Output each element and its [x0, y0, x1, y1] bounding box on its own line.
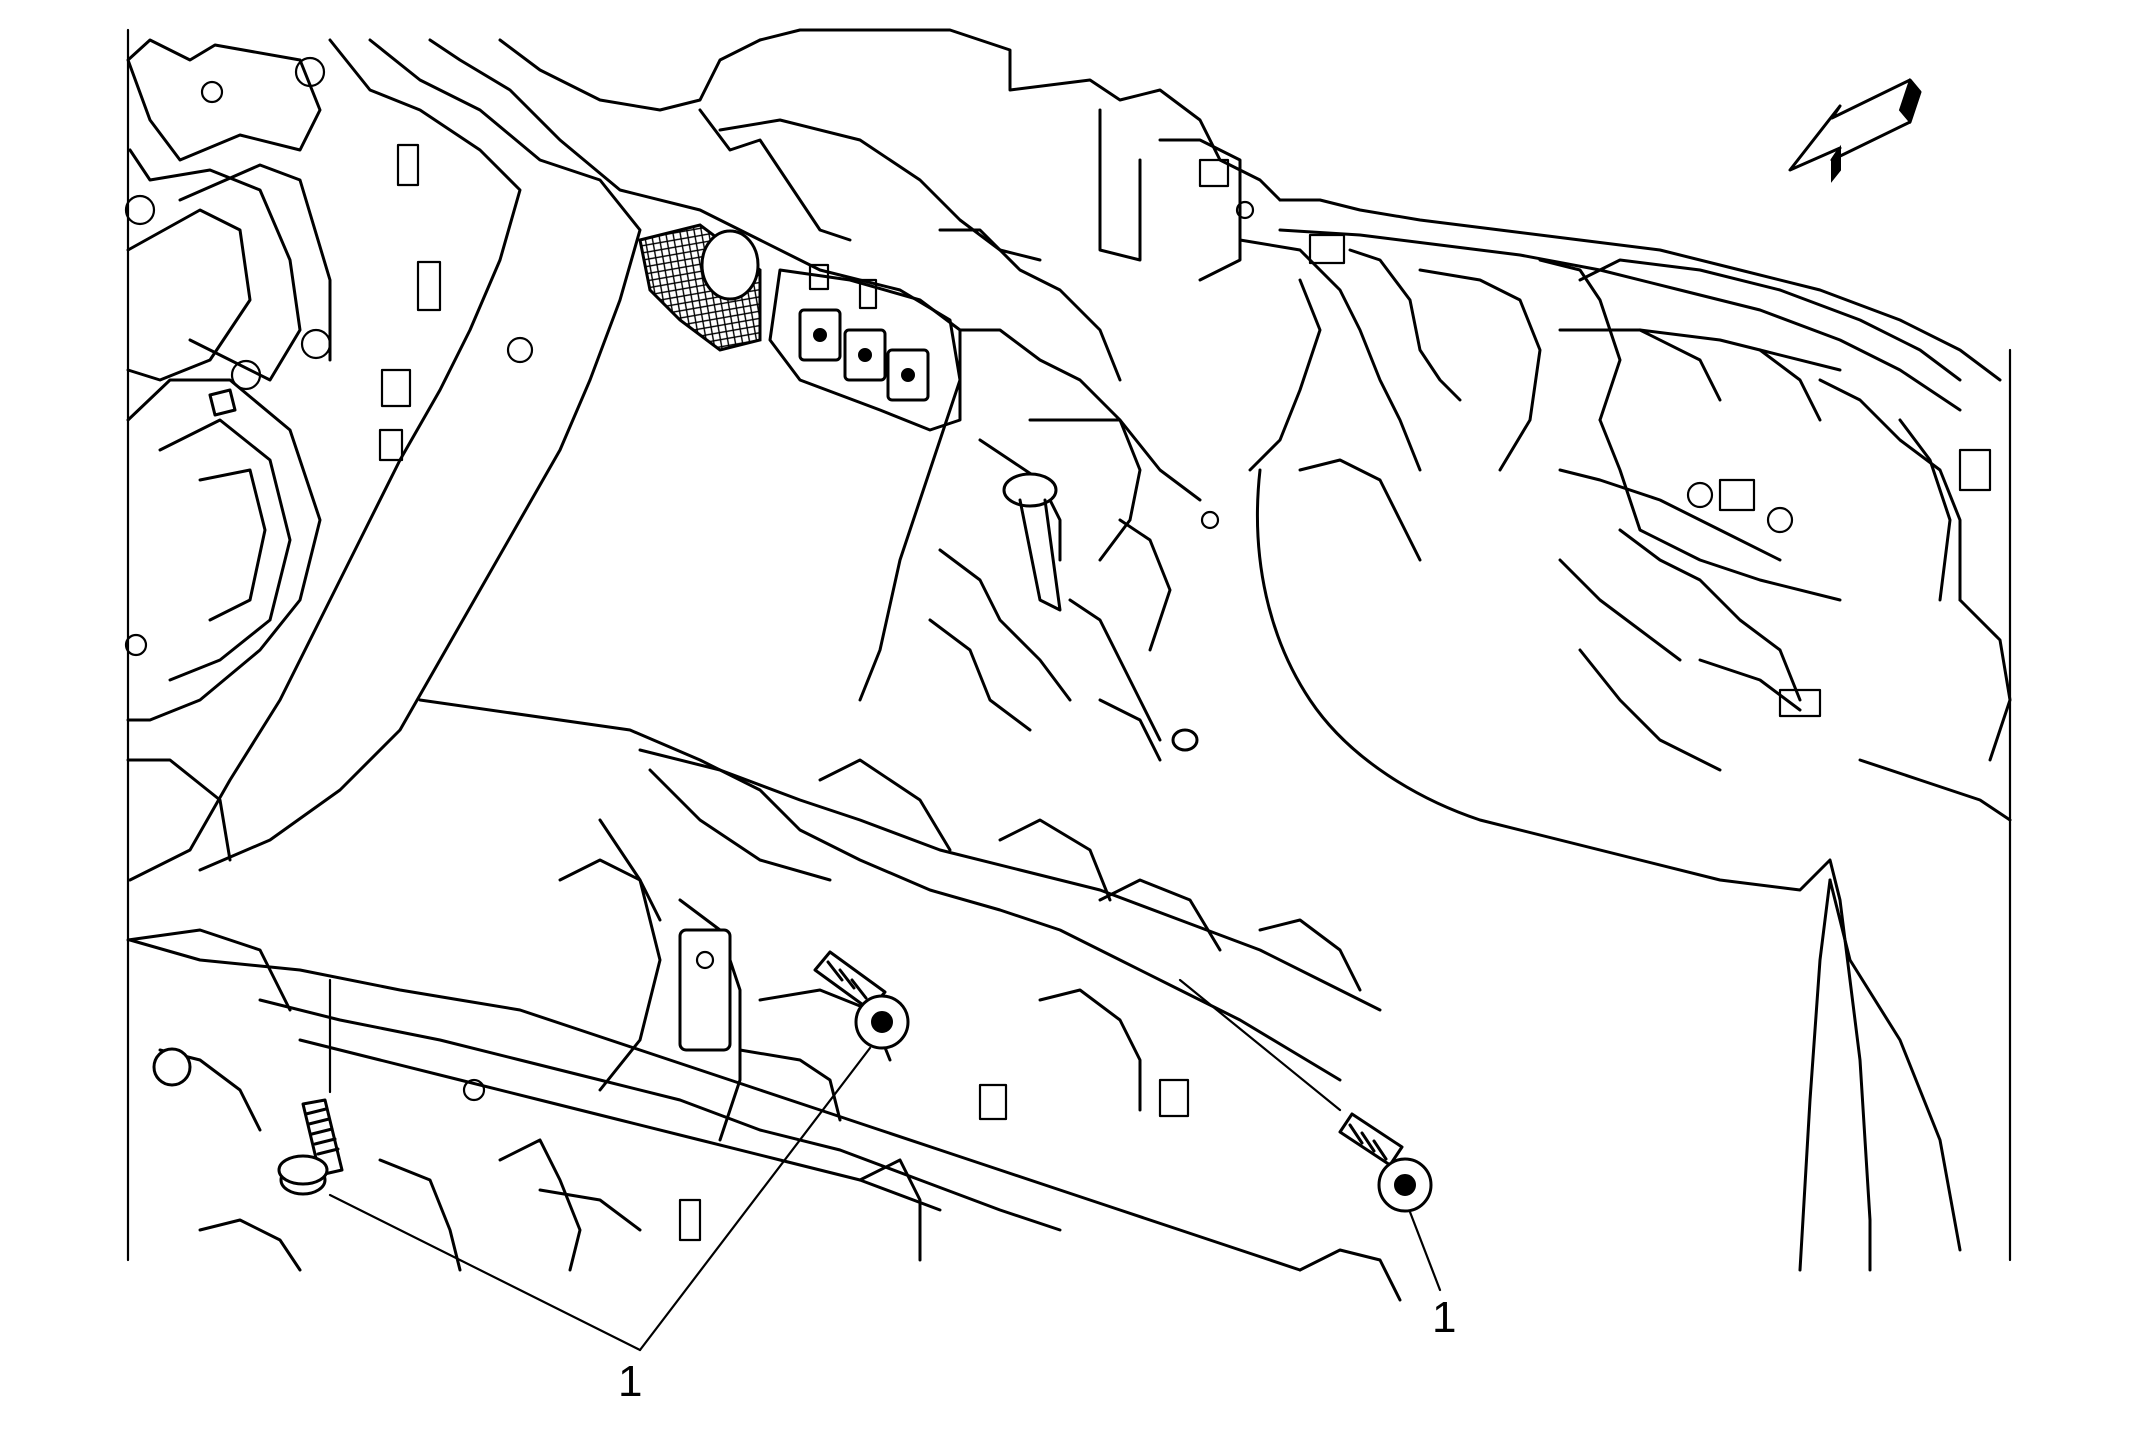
instrument-panel-carrier — [128, 28, 1282, 882]
under-dash-components — [152, 818, 892, 1272]
switch-panel — [768, 263, 962, 432]
fastener-left — [277, 1098, 344, 1196]
right-dash-ductwork — [1238, 198, 2012, 822]
image-frame — [126, 28, 2012, 1262]
left-side-bracket — [124, 38, 534, 1012]
knee-bolster-panel — [1171, 458, 1962, 1272]
callout-label-right: 1 — [1432, 1293, 1456, 1342]
callout-leader-lines — [328, 978, 1442, 1352]
lower-trim-panel — [128, 698, 1402, 1302]
fastener-right — [1338, 1112, 1433, 1213]
defroster-grille — [638, 223, 762, 352]
fastener-center — [813, 950, 910, 1050]
front-direction-arrow-icon — [1788, 77, 1922, 183]
callout-label-left: 1 — [618, 1357, 642, 1406]
center-stack-area — [928, 328, 1202, 762]
